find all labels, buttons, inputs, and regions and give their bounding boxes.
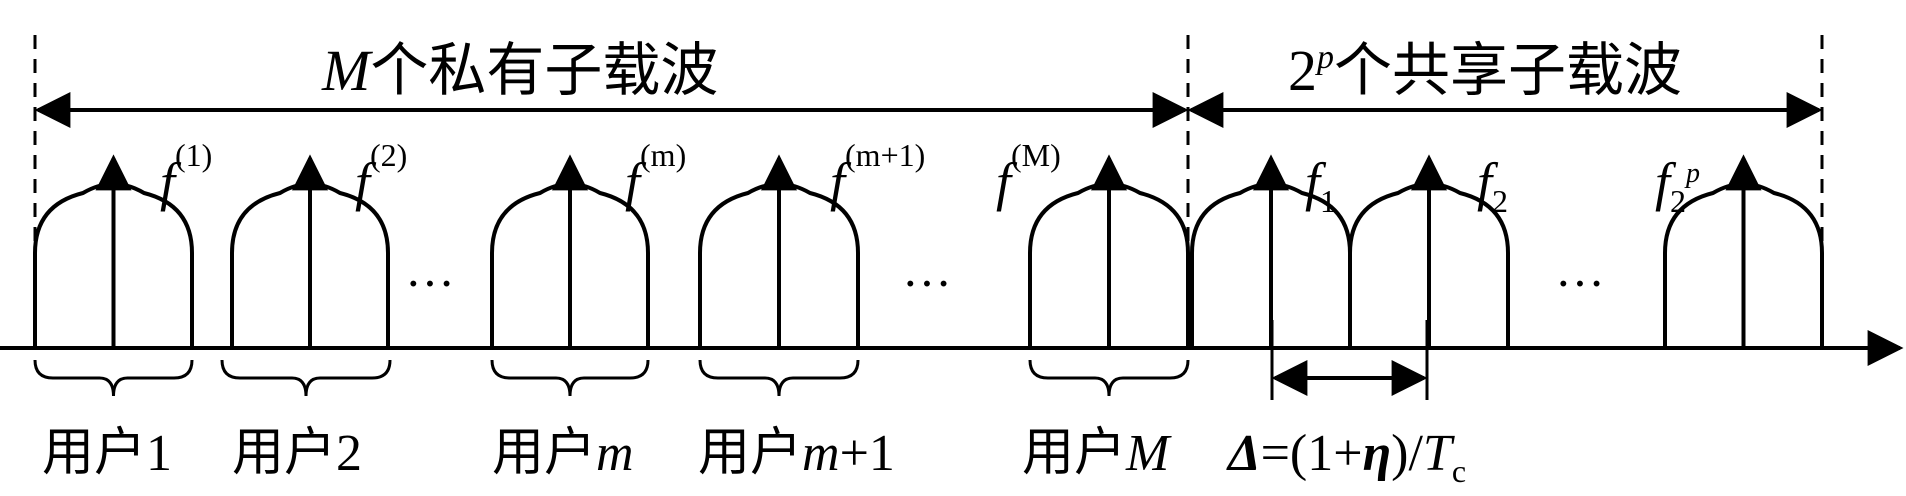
freq-label-2: f(2): [355, 137, 407, 212]
freq-label-m-plus-1: f(m+1): [830, 137, 925, 212]
subcarrier-spectra: [33, 154, 1824, 346]
user-label-m-plus-1: 用户m+1: [698, 425, 895, 482]
brace-user-2: [220, 359, 392, 397]
freq-label-1: f(1): [160, 137, 212, 212]
ellipsis-2: ···: [902, 255, 952, 311]
shared-freq-label-2: f2: [1477, 152, 1508, 219]
ellipsis-1: ···: [405, 255, 455, 311]
freq-label-M: f(M): [996, 137, 1061, 212]
shared-freq-label-1: f1: [1305, 152, 1336, 219]
shared-freq-label-2p: f2p: [1655, 152, 1700, 219]
user-label-M: 用户M: [1022, 425, 1172, 482]
brace-user-M: [1028, 359, 1190, 397]
user-label-m: 用户m: [492, 425, 634, 482]
user-label-1: 用户1: [42, 425, 172, 482]
private-subcarrier-label: M个私有子载波: [321, 38, 718, 103]
spacing-formula: Δ=(1+η)/Tc: [1226, 425, 1466, 489]
brace-user-m: [490, 359, 650, 397]
user-braces: [33, 359, 1190, 397]
brace-user-1: [33, 359, 194, 397]
user-label-2: 用户2: [232, 425, 362, 482]
ellipsis-3: ···: [1555, 255, 1605, 311]
freq-label-m: f(m): [625, 137, 686, 212]
shared-subcarrier-label: 2p个共享子载波: [1288, 38, 1682, 103]
brace-user-m-plus-1: [698, 359, 860, 397]
